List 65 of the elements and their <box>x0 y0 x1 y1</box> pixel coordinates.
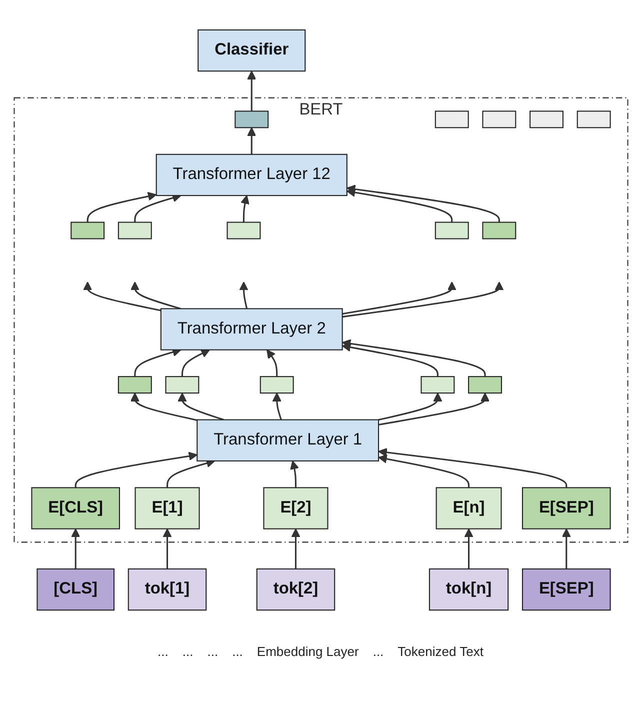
arrow <box>341 339 486 377</box>
arrow <box>378 448 567 488</box>
arrow <box>82 282 161 312</box>
caption-text: Tokenized Text <box>398 644 484 659</box>
process-box: E[SEP] <box>521 487 610 530</box>
arrow <box>464 528 473 569</box>
vector-box <box>117 376 152 394</box>
process-box: [CLS] <box>36 568 114 611</box>
arrow <box>238 282 248 309</box>
arrow <box>272 392 282 420</box>
arrow <box>130 282 181 310</box>
caption-text: Embedding Layer <box>256 644 359 659</box>
process-box: E[1] <box>134 487 200 530</box>
process-box: Transformer Layer 1 <box>196 419 379 462</box>
arrow <box>341 342 438 377</box>
arrow <box>346 184 500 222</box>
arrow <box>561 528 570 569</box>
vector-box <box>468 376 502 394</box>
vector-box <box>420 376 454 394</box>
ellipsis-text: ... <box>372 644 384 659</box>
arrow <box>378 392 490 426</box>
vector-box <box>117 222 152 240</box>
vector-box <box>164 376 199 394</box>
vector-box <box>226 222 260 240</box>
arrow <box>130 392 197 421</box>
ellipsis-text: ... <box>207 644 218 659</box>
arrow <box>177 392 224 421</box>
arrow <box>246 70 256 112</box>
arrow <box>180 349 210 377</box>
process-box: tok[1] <box>127 568 206 611</box>
vector-box <box>234 110 268 128</box>
ellipsis-text: ... <box>182 644 194 659</box>
vector-box <box>434 222 468 240</box>
vector-box <box>576 110 610 128</box>
process-box: E[n] <box>435 487 502 530</box>
vector-box <box>70 222 104 240</box>
vector-box <box>482 110 516 128</box>
arrow <box>240 195 249 222</box>
arrow <box>86 192 156 222</box>
vector-box <box>482 222 516 240</box>
process-box: E[SEP] <box>521 568 610 611</box>
arrow <box>74 452 198 488</box>
process-box: E[2] <box>262 487 328 530</box>
process-box: Classifier <box>197 29 306 72</box>
arrow <box>378 392 442 421</box>
process-box: E[CLS] <box>30 487 120 530</box>
process-box: tok[n] <box>428 568 508 611</box>
arrow <box>246 127 256 154</box>
ellipsis-text: ... <box>158 644 168 659</box>
vector-box <box>529 110 563 128</box>
arrow <box>70 528 80 569</box>
arrow <box>346 188 452 222</box>
vector-box <box>259 376 294 394</box>
arrow <box>290 460 298 488</box>
arrow <box>290 528 300 569</box>
process-box: tok[2] <box>256 568 335 611</box>
arrow <box>266 349 278 377</box>
arrow <box>162 528 172 569</box>
process-box: Transformer Layer 2 <box>160 308 342 350</box>
arrow <box>342 282 504 318</box>
arrow <box>342 282 456 315</box>
vector-box <box>434 110 468 128</box>
arrow <box>378 454 470 488</box>
process-box: Transformer Layer 12 <box>155 154 347 196</box>
ellipsis-text: ... <box>232 644 243 659</box>
